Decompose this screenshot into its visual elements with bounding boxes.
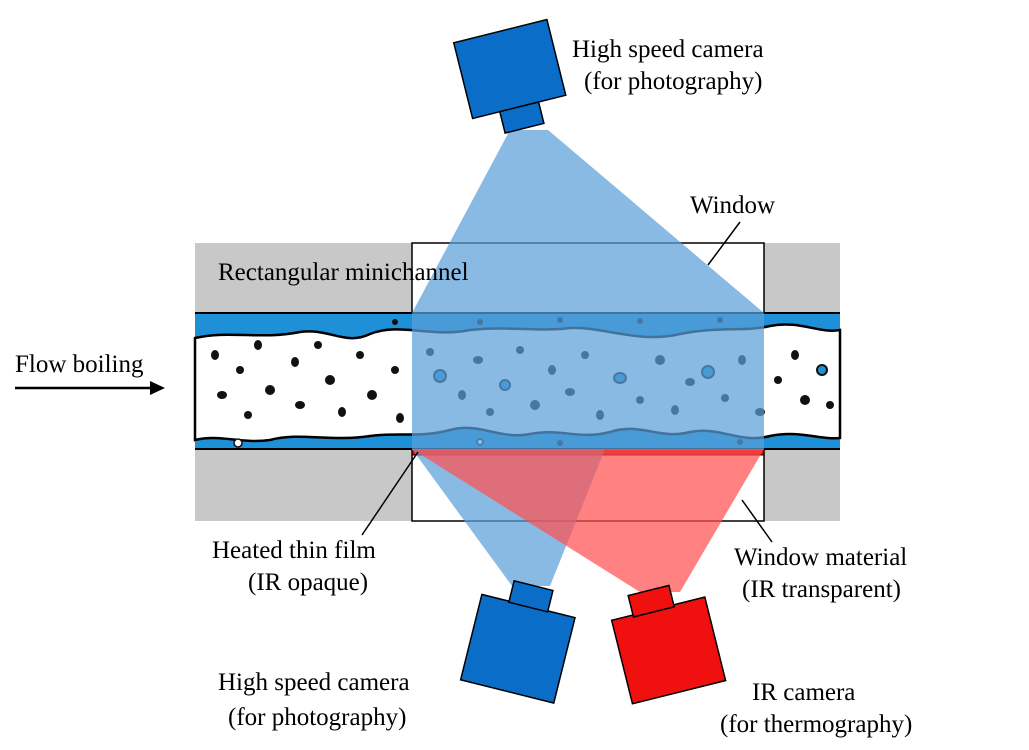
bottom-camera-label-1: High speed camera [218,669,410,696]
ir-camera-label-2: (for thermography) [720,711,912,738]
film-label-2: (IR opaque) [248,569,368,596]
top-camera-view [412,130,764,450]
bottom-camera-label-2: (for photography) [228,704,406,731]
window-leader [707,221,741,266]
window-material-label-2: (IR transparent) [742,576,901,603]
window-label: Window [690,192,775,219]
bottom-high-speed-camera [459,579,576,704]
ir-camera [610,584,727,705]
flow-arrow-head [150,381,165,395]
ir-camera-label-1: IR camera [752,679,855,706]
window-material-leader [741,499,773,543]
film-label-1: Heated thin film [212,537,376,564]
window-material-label-1: Window material [734,544,907,571]
ir-camera-view [412,449,764,592]
channel-label: Rectangular minichannel [218,259,469,286]
top-camera-label-1: High speed camera [572,36,764,63]
top-high-speed-camera [452,18,567,134]
flow-label: Flow boiling [15,351,144,378]
film-leader [361,451,419,536]
top-camera-label-2: (for photography) [584,68,762,95]
